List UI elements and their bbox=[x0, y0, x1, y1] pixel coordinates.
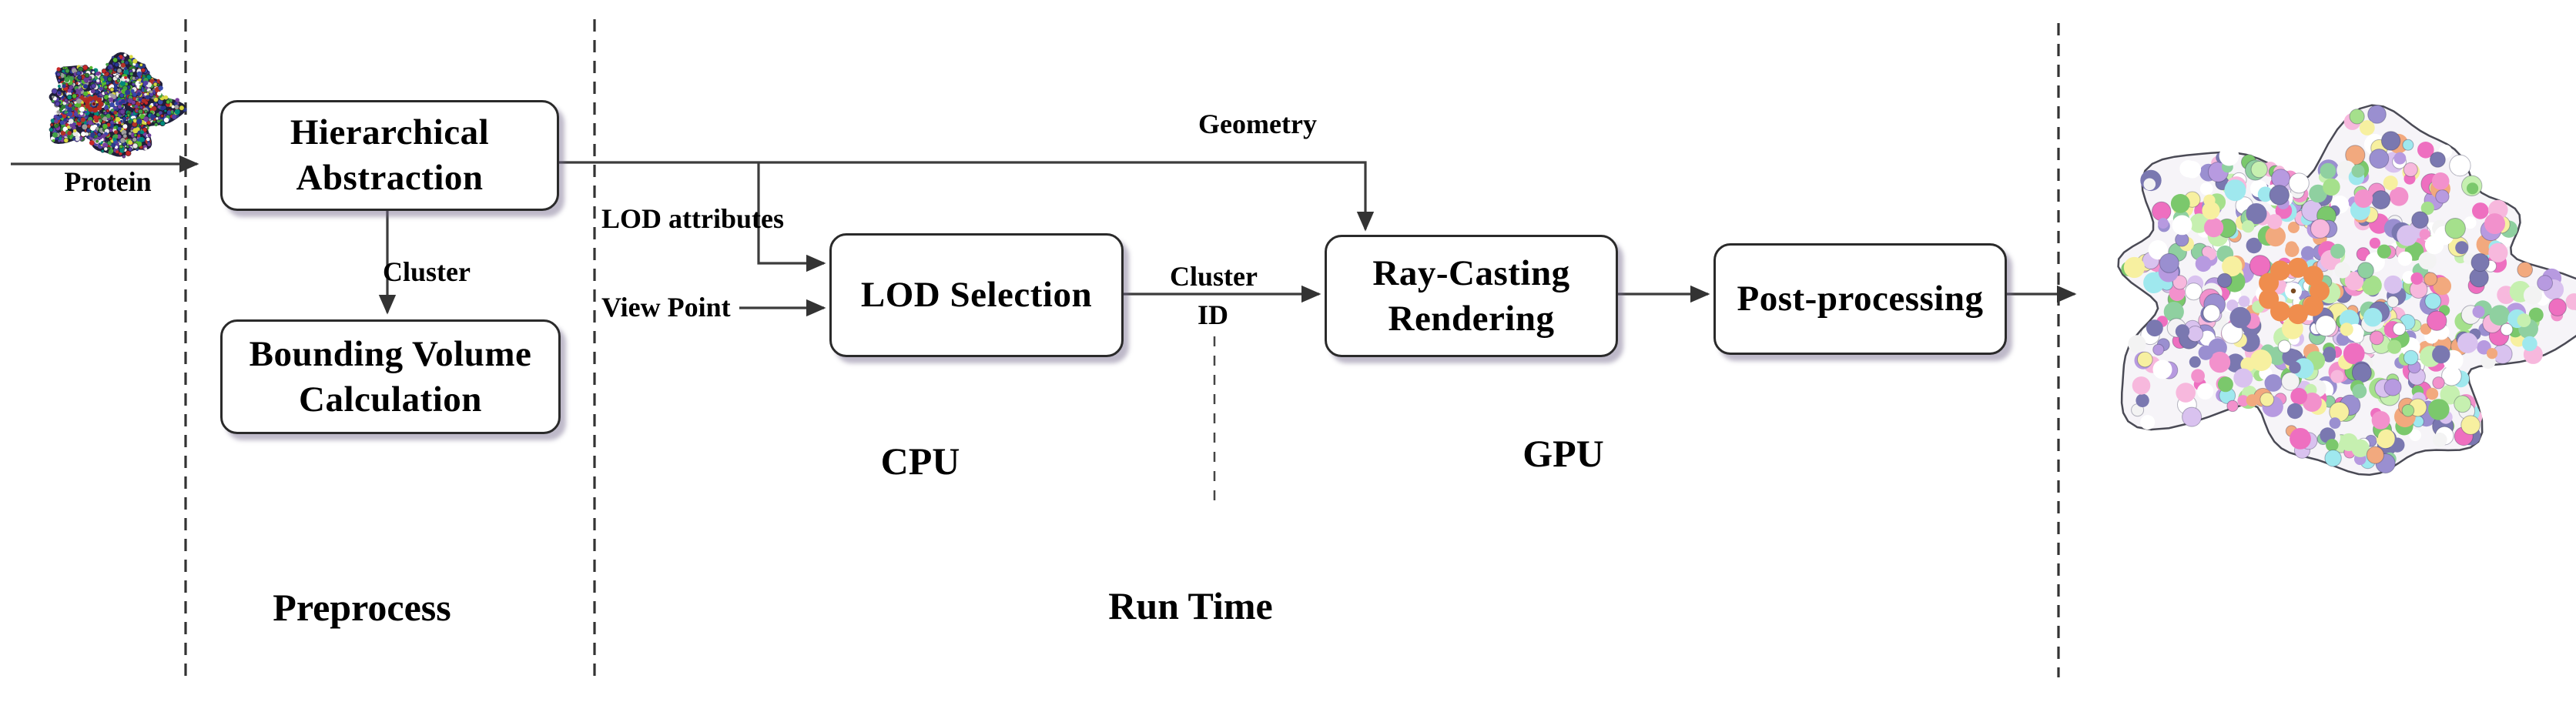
section-label-cpu: CPU bbox=[880, 440, 960, 483]
protein-edge-label: Protein bbox=[64, 166, 152, 197]
box-label-line: Hierarchical bbox=[290, 112, 490, 152]
geometry-line bbox=[554, 161, 1375, 232]
box-label-line: Bounding Volume bbox=[249, 333, 532, 374]
cluster-edge-label: Cluster bbox=[383, 256, 471, 287]
lod-selection-box: LOD Selection bbox=[829, 233, 1124, 357]
cluster-id-edge-label-line1: Cluster bbox=[1170, 261, 1258, 292]
lod-attributes-arrow bbox=[757, 162, 826, 272]
box-label-line: Ray-Casting bbox=[1372, 252, 1570, 293]
section-label-preprocess: Preprocess bbox=[273, 586, 451, 629]
section-label-run-time: Run Time bbox=[1108, 584, 1273, 627]
bounding-volume-calculation-box: Bounding Volume Calculation bbox=[220, 319, 561, 434]
hierarchical-abstraction-box: Hierarchical Abstraction bbox=[220, 100, 559, 211]
post-processing-box: Post-processing bbox=[1713, 243, 2007, 355]
box-label-line: Abstraction bbox=[296, 158, 484, 198]
box-label-line: LOD Selection bbox=[860, 275, 1093, 315]
ray-casting-rendering-box: Ray-Casting Rendering bbox=[1325, 235, 1618, 357]
box-label-line: Rendering bbox=[1388, 298, 1555, 339]
geometry-edge-label: Geometry bbox=[1198, 109, 1317, 139]
box-label-line: Calculation bbox=[299, 379, 482, 420]
protein-structure-image-small bbox=[49, 52, 187, 159]
box-label-line: Post-processing bbox=[1737, 279, 1984, 319]
section-label-gpu: GPU bbox=[1522, 432, 1604, 475]
protein-structure-image-large bbox=[2117, 104, 2576, 476]
cluster-id-edge-label-line2: ID bbox=[1197, 299, 1228, 330]
lod-attributes-edge-label: LOD attributes bbox=[601, 203, 784, 234]
view-point-edge-label: View Point bbox=[601, 292, 731, 323]
